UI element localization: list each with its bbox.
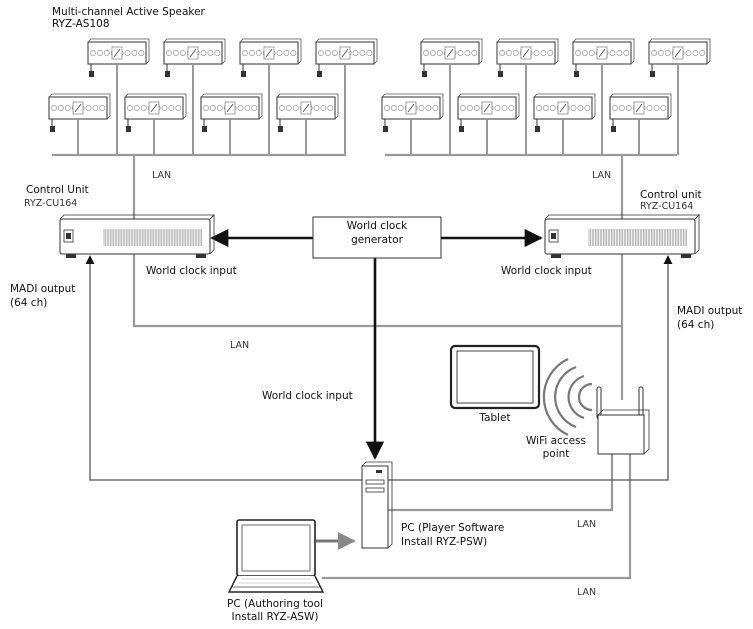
pc-player-label-line1: PC (Player Software <box>401 522 505 534</box>
control-unit-left <box>59 214 215 258</box>
active-speaker-unit <box>533 93 596 155</box>
madi-line-right <box>388 255 673 481</box>
control-unit-right-title: Control unit <box>640 189 702 201</box>
foot <box>196 254 206 258</box>
lan-connections <box>52 153 677 580</box>
lan-label-laptop: LAN <box>577 587 597 598</box>
vent-grille <box>588 229 687 246</box>
active-speaker-unit <box>420 38 483 155</box>
lan-link-wifi-to-pc <box>388 454 614 512</box>
speaker-system-title: Multi-channel Active Speaker <box>52 6 205 18</box>
active-speaker-unit <box>276 93 339 155</box>
active-speaker-unit <box>496 38 559 155</box>
foot <box>681 254 691 258</box>
world-clock-generator-box <box>312 216 442 259</box>
active-speaker-unit <box>572 38 635 155</box>
control-unit-right <box>544 214 700 258</box>
wifi-signal-icon <box>542 358 593 436</box>
world-clock-generator-line1: World clock <box>346 220 408 232</box>
speaker-array-left <box>48 38 378 155</box>
lan-label-top-right: LAN <box>592 170 612 181</box>
madi-connections <box>85 255 673 481</box>
wifi-label-line2: point <box>542 448 570 460</box>
lan-label-top-left: LAN <box>152 170 172 181</box>
world-clock-generator-line2: generator <box>351 234 403 246</box>
active-speaker-unit <box>648 38 711 155</box>
madi-right-label-line1: MADI output <box>677 305 743 317</box>
control-unit-left-title: Control Unit <box>26 184 89 196</box>
wifi-access-point <box>596 386 650 455</box>
speaker-array-right <box>381 38 711 155</box>
power-switch-icon <box>63 229 74 243</box>
wifi-label-line1: WiFi access <box>526 435 586 447</box>
world-clock-input-pc-label: World clock input <box>262 390 353 402</box>
active-speaker-unit <box>609 93 672 155</box>
antenna-icon <box>638 386 644 420</box>
vent-grille <box>103 229 202 246</box>
active-speaker-unit <box>163 38 226 155</box>
lan-label-middle: LAN <box>230 340 250 351</box>
active-speaker-unit <box>315 38 378 155</box>
active-speaker-unit <box>381 93 444 155</box>
active-speaker-unit <box>87 38 150 155</box>
foot <box>66 254 76 258</box>
control-unit-right-model: RYZ-CU164 <box>640 201 694 212</box>
power-switch-icon <box>548 229 559 243</box>
drive-bay-icon <box>365 487 385 493</box>
active-speaker-unit <box>200 93 263 155</box>
active-speaker-unit <box>457 93 520 155</box>
world-clock-input-left-label: World clock input <box>146 265 237 277</box>
lan-link-wifi-to-laptop <box>322 454 632 580</box>
tablet-device <box>449 344 541 410</box>
active-speaker-unit <box>48 93 111 155</box>
laptop-device <box>227 519 325 593</box>
madi-left-label-line1: MADI output <box>10 283 76 295</box>
world-clock-connections <box>210 228 543 460</box>
lan-link-cu-to-cu <box>132 254 624 328</box>
control-unit-left-model: RYZ-CU164 <box>24 198 78 209</box>
lan-label-pc: LAN <box>577 519 597 530</box>
pc-author-label-line1: PC (Authoring tool <box>227 598 323 610</box>
speaker-system-model: RYZ-AS108 <box>52 18 110 30</box>
madi-left-label-line2: (64 ch) <box>10 297 48 309</box>
pc-author-label-line2: Install RYZ-ASW) <box>231 611 319 623</box>
madi-right-label-line2: (64 ch) <box>677 319 715 331</box>
madi-line-left <box>85 255 362 481</box>
foot <box>551 254 561 258</box>
world-clock-input-right-label: World clock input <box>501 265 592 277</box>
active-speaker-unit <box>124 93 187 155</box>
pc-tower <box>361 461 393 549</box>
tablet-label: Tablet <box>479 412 511 424</box>
drive-bay-icon <box>365 479 385 485</box>
active-speaker-unit <box>239 38 302 155</box>
pc-player-label-line2: Install RYZ-PSW) <box>401 536 488 548</box>
